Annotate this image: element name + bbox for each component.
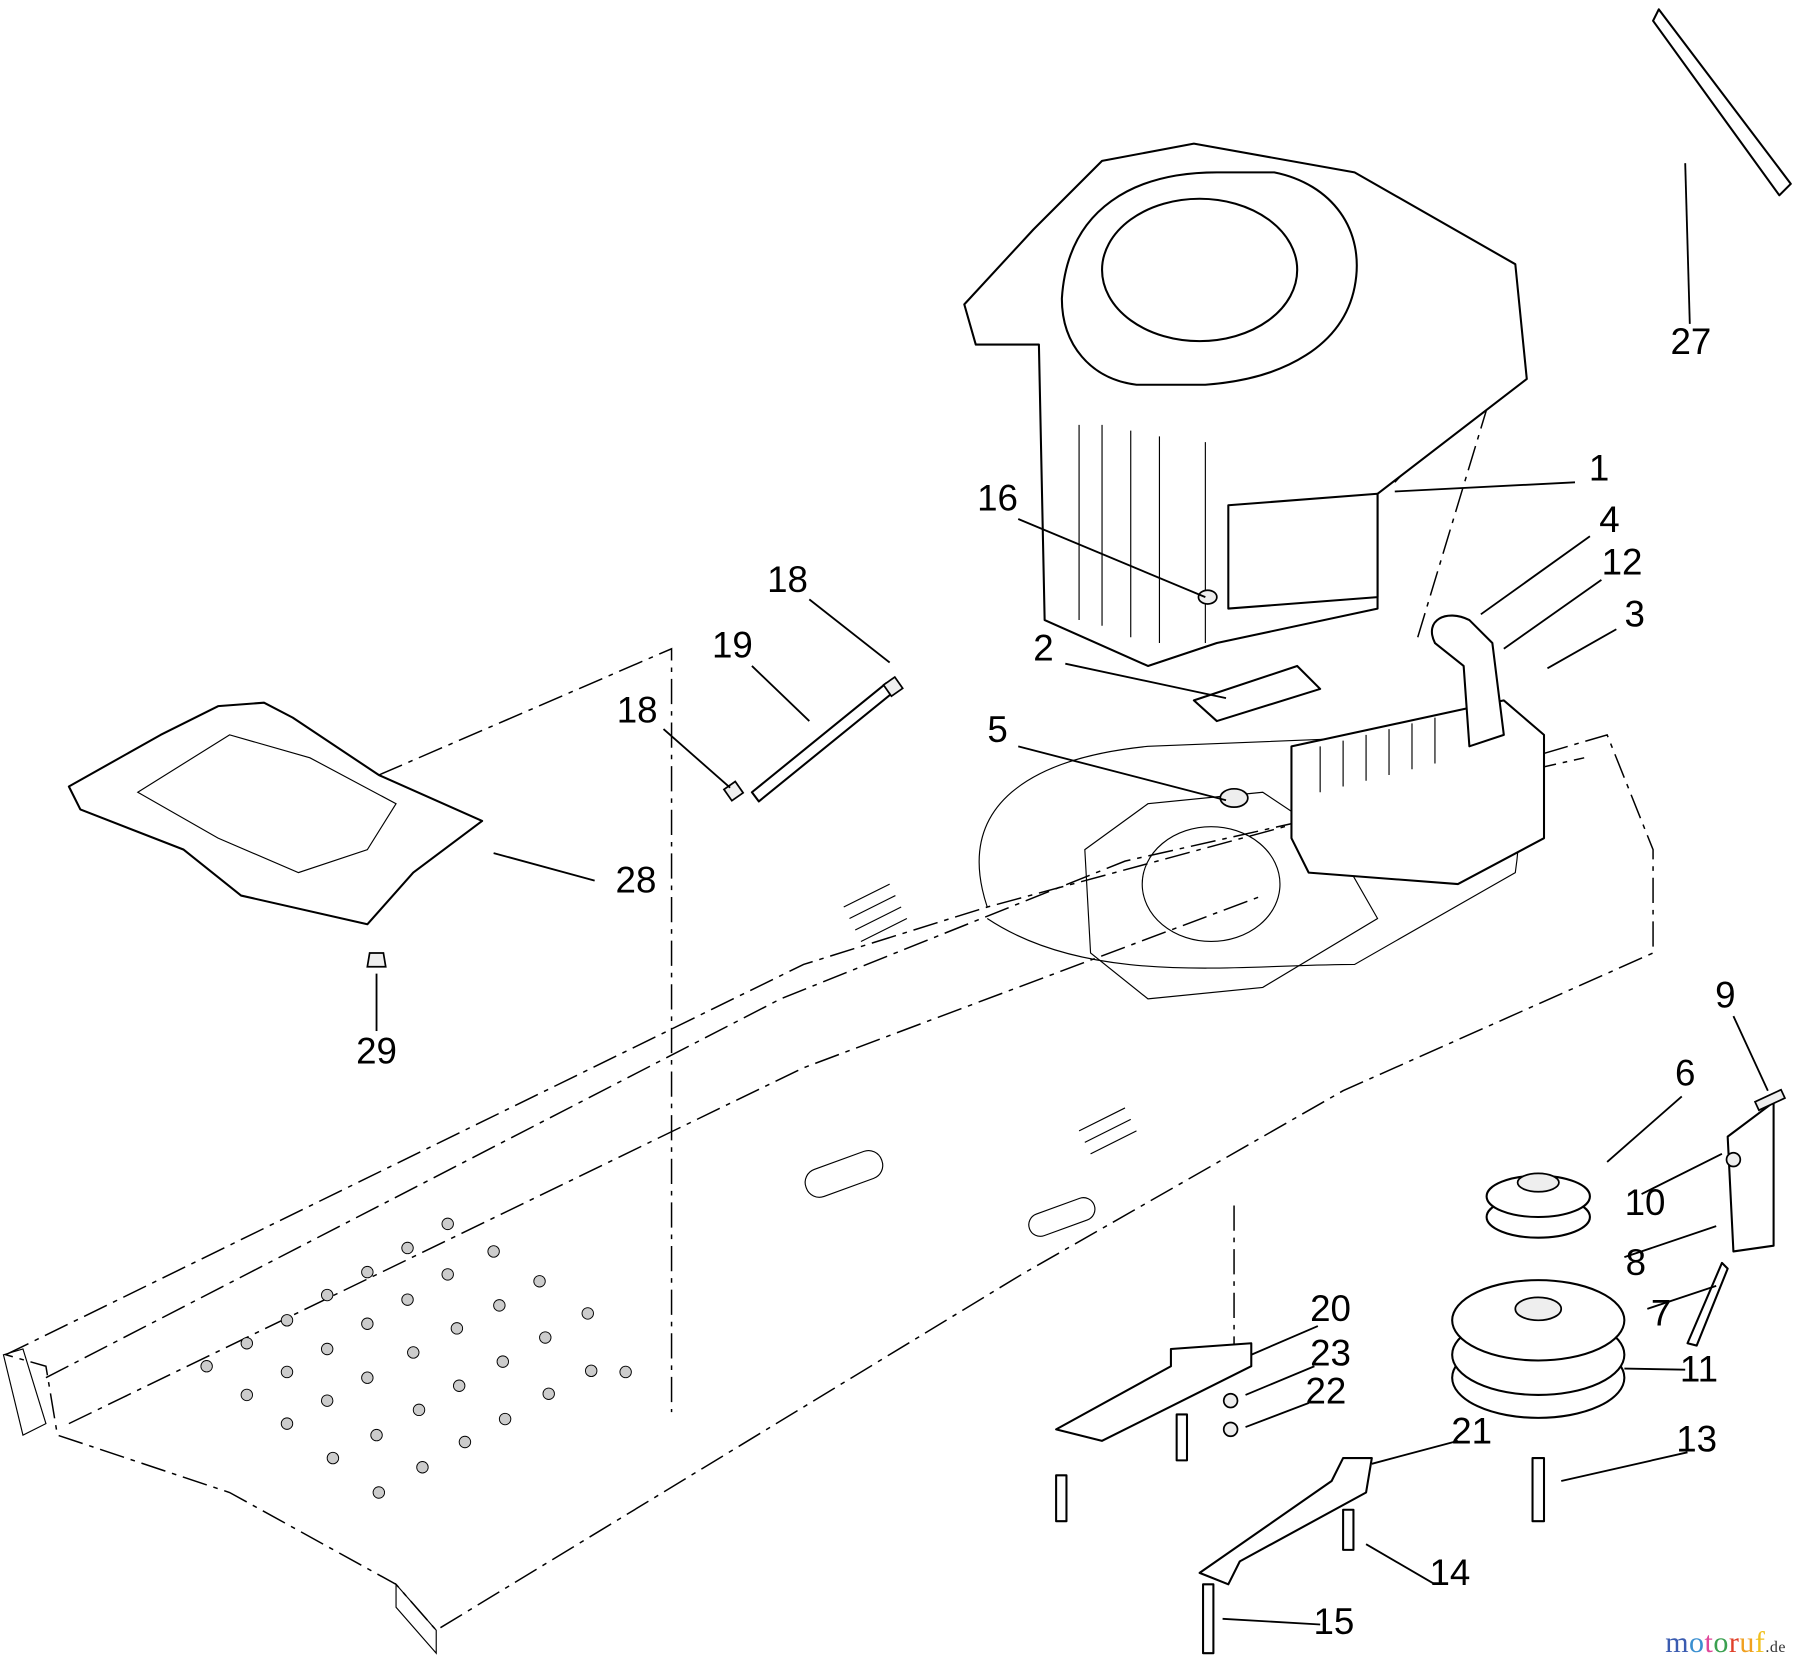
part-4-exhaust-elbow [1430,614,1505,748]
part-11-clutch [1451,1279,1626,1419]
bolt [1055,1474,1068,1523]
part-1-engine [963,142,1528,668]
part-6-pulley [1485,1172,1591,1239]
part-2-bracket [1192,664,1322,723]
callout-14: 14 [1429,1552,1470,1593]
callout-8: 8 [1626,1242,1646,1283]
part-10-nut [1725,1151,1742,1168]
callout-6: 6 [1675,1052,1695,1093]
callout-28: 28 [616,860,657,901]
callout-13: 13 [1676,1419,1717,1460]
watermark-letter: o [1689,1626,1705,1659]
part-27-tube [1652,8,1792,197]
part-20-bracket [1055,1342,1253,1442]
part-9-bolt [1753,1088,1787,1112]
part-8-bracket [1726,1101,1775,1253]
callout-29: 29 [356,1031,397,1072]
callout-3: 3 [1624,593,1644,634]
part-15-bolt [1202,1583,1215,1655]
part-22-nut [1222,1421,1239,1438]
watermark-letter: f [1754,1626,1766,1659]
callout-10: 10 [1625,1182,1666,1223]
part-muffler [1192,614,1546,886]
part-18-clamp [882,675,904,698]
callout-9: 9 [1715,974,1735,1015]
part-19-hose [750,682,895,803]
callout-16: 16 [977,477,1018,518]
watermark-letter: o [1713,1626,1729,1659]
callout-18: 18 [617,690,658,731]
callout-27: 27 [1671,321,1712,362]
callout-4: 4 [1599,499,1619,540]
watermark-letter: m [1665,1626,1690,1659]
part-14-bolt [1342,1508,1355,1551]
callout-labels: 27 1 16 4 12 3 18 19 18 2 5 28 29 9 6 10… [356,321,1735,1642]
callout-1: 1 [1589,448,1609,489]
watermark-letter: t [1704,1626,1714,1659]
callout-2: 2 [1033,628,1053,669]
callout-19: 19 [712,624,753,665]
watermark-suffix: .de [1765,1639,1786,1656]
part-21-bracket [1198,1457,1373,1586]
watermark-letter: u [1739,1626,1755,1659]
bolt [1175,1413,1189,1462]
callout-21: 21 [1451,1411,1492,1452]
callout-11: 11 [1680,1349,1718,1390]
part-5-isolator [1219,787,1249,809]
callout-7: 7 [1651,1292,1671,1333]
watermark-logo: motoruf.de [1665,1626,1786,1660]
leader-lines [375,163,1769,1626]
part-7-key [1686,1261,1729,1347]
floor-pattern [200,1217,632,1499]
watermark-letter: r [1728,1626,1740,1659]
callout-5: 5 [987,709,1007,750]
part-28-plate [67,701,484,926]
callout-12: 12 [1602,542,1643,583]
part-29-screw [366,952,387,968]
part-13-bolt [1531,1457,1546,1523]
callout-23: 23 [1310,1333,1351,1374]
callout-20: 20 [1310,1288,1351,1329]
callout-18: 18 [767,559,808,600]
alignment-line [378,647,673,1413]
part-23-washer [1222,1392,1239,1409]
callout-22: 22 [1305,1370,1346,1411]
chassis-frame [2,733,1654,1655]
callout-15: 15 [1314,1601,1355,1642]
